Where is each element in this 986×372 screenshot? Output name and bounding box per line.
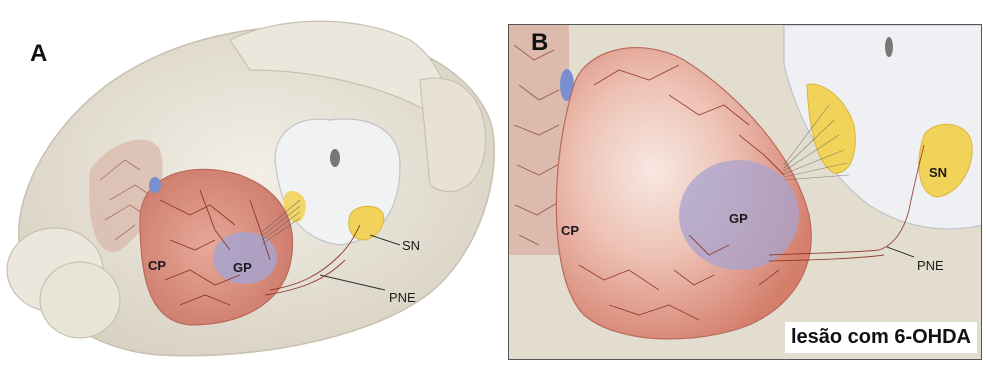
cp-label-b: CP bbox=[561, 223, 579, 238]
olfactory-bulb-back bbox=[40, 262, 120, 338]
panel-b: CP GP SN PNE B lesão com 6-OHDA bbox=[508, 24, 982, 360]
lesion-caption: lesão com 6-OHDA bbox=[785, 322, 977, 353]
aqueduct bbox=[330, 149, 340, 167]
sn-label-b: SN bbox=[929, 165, 947, 180]
gp-label-a: GP bbox=[233, 260, 252, 275]
aqueduct-b bbox=[885, 37, 893, 57]
pne-label-a: PNE bbox=[389, 290, 416, 305]
brain-illustration-a: CP GP SN PNE bbox=[0, 0, 500, 372]
cp-label-a: CP bbox=[148, 258, 166, 273]
ventricle-a bbox=[149, 177, 161, 193]
panel-a: CP GP SN PNE A bbox=[0, 0, 500, 372]
panel-b-label: B bbox=[531, 29, 548, 57]
panel-a-label: A bbox=[30, 40, 47, 68]
sn-label-a: SN bbox=[402, 238, 420, 253]
brain-illustration-b: CP GP SN PNE bbox=[509, 25, 982, 360]
gp-label-b: GP bbox=[729, 211, 748, 226]
pne-label-b: PNE bbox=[917, 258, 944, 273]
